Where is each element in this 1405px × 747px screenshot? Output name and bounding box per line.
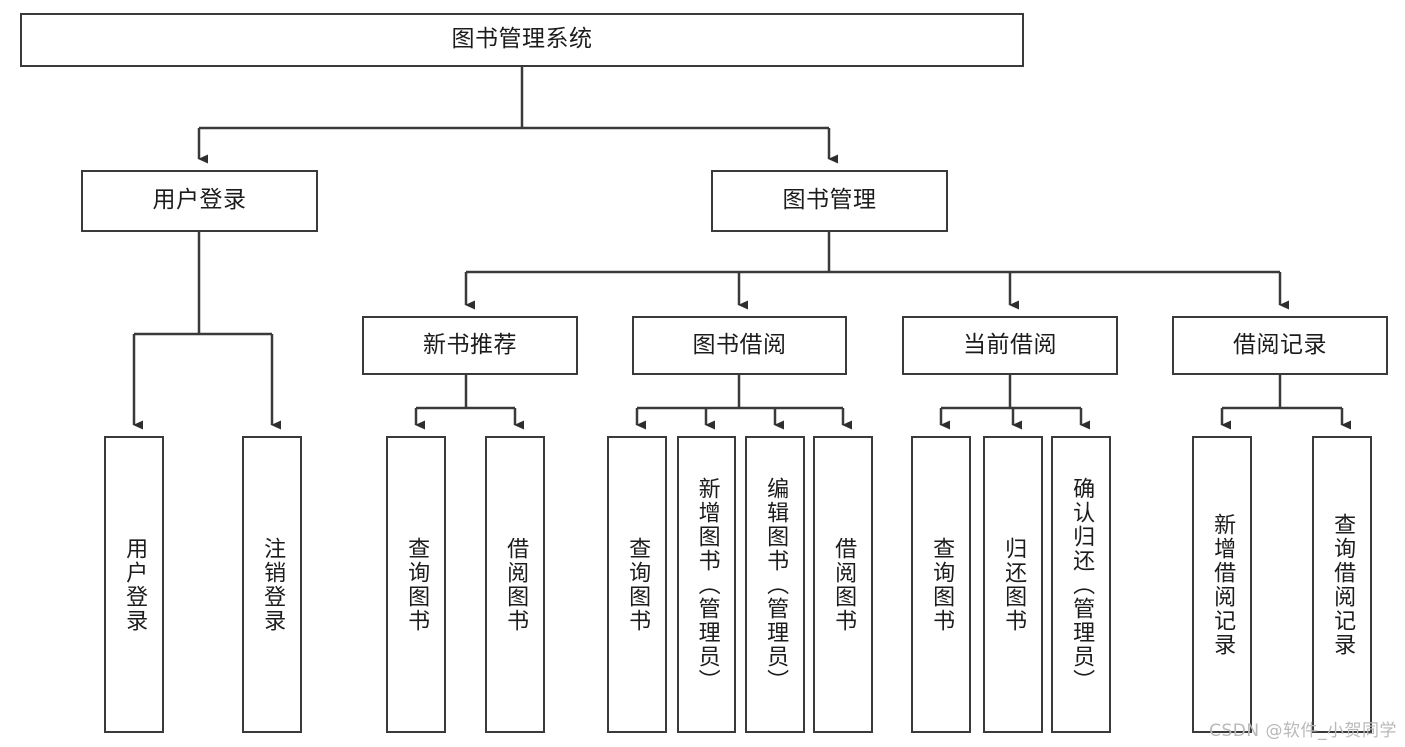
node-leaf_confirm_return-label: 确认归还（管理员） xyxy=(1069,476,1095,693)
node-leaf_query_book_a[interactable]: 查询图书 xyxy=(386,436,446,733)
node-leaf_query_record[interactable]: 查询借阅记录 xyxy=(1312,436,1372,733)
node-leaf_edit_book[interactable]: 编辑图书（管理员） xyxy=(745,436,805,733)
node-leaf_query_book_c[interactable]: 查询图书 xyxy=(911,436,971,733)
node-user_login[interactable]: 用户登录 xyxy=(81,170,318,232)
node-leaf_edit_book-label: 编辑图书（管理员） xyxy=(763,476,789,693)
node-leaf_return_book-label: 归还图书 xyxy=(1001,536,1027,633)
node-leaf_query_book_b[interactable]: 查询图书 xyxy=(607,436,667,733)
node-root[interactable]: 图书管理系统 xyxy=(20,13,1024,67)
node-borrow_record[interactable]: 借阅记录 xyxy=(1172,316,1388,375)
node-current_borrow[interactable]: 当前借阅 xyxy=(902,316,1118,375)
node-leaf_confirm_return[interactable]: 确认归还（管理员） xyxy=(1051,436,1111,733)
node-root-label: 图书管理系统 xyxy=(451,26,593,53)
node-leaf_query_book_b-label: 查询图书 xyxy=(625,536,651,633)
node-book_manage[interactable]: 图书管理 xyxy=(711,170,948,232)
node-leaf_logout-label: 注销登录 xyxy=(260,536,286,633)
node-current_borrow-label: 当前借阅 xyxy=(963,331,1057,358)
node-leaf_add_book-label: 新增图书（管理员） xyxy=(694,476,720,693)
node-new_book_rec-label: 新书推荐 xyxy=(423,331,517,358)
node-leaf_borrow_book_a-label: 借阅图书 xyxy=(503,536,529,633)
node-leaf_borrow_book_b[interactable]: 借阅图书 xyxy=(813,436,873,733)
node-leaf_add_book[interactable]: 新增图书（管理员） xyxy=(677,436,736,733)
node-leaf_user_login[interactable]: 用户登录 xyxy=(104,436,164,733)
node-leaf_borrow_book_b-label: 借阅图书 xyxy=(831,536,857,633)
node-book_borrow-label: 图书借阅 xyxy=(692,331,787,358)
node-leaf_user_login-label: 用户登录 xyxy=(122,536,148,633)
node-user_login-label: 用户登录 xyxy=(152,187,247,214)
node-leaf_logout[interactable]: 注销登录 xyxy=(242,436,302,733)
node-leaf_borrow_book_a[interactable]: 借阅图书 xyxy=(485,436,545,733)
watermark-text: CSDN @软件_小贺同学 xyxy=(1209,721,1397,741)
node-book_manage-label: 图书管理 xyxy=(782,187,877,214)
node-leaf_add_record-label: 新增借阅记录 xyxy=(1210,512,1236,657)
node-new_book_rec[interactable]: 新书推荐 xyxy=(362,316,578,375)
node-leaf_query_book_a-label: 查询图书 xyxy=(404,536,430,633)
node-leaf_add_record[interactable]: 新增借阅记录 xyxy=(1192,436,1252,733)
node-leaf_query_record-label: 查询借阅记录 xyxy=(1330,512,1356,657)
node-book_borrow[interactable]: 图书借阅 xyxy=(632,316,847,375)
node-leaf_query_book_c-label: 查询图书 xyxy=(929,536,955,633)
node-leaf_return_book[interactable]: 归还图书 xyxy=(983,436,1043,733)
node-borrow_record-label: 借阅记录 xyxy=(1233,331,1327,358)
